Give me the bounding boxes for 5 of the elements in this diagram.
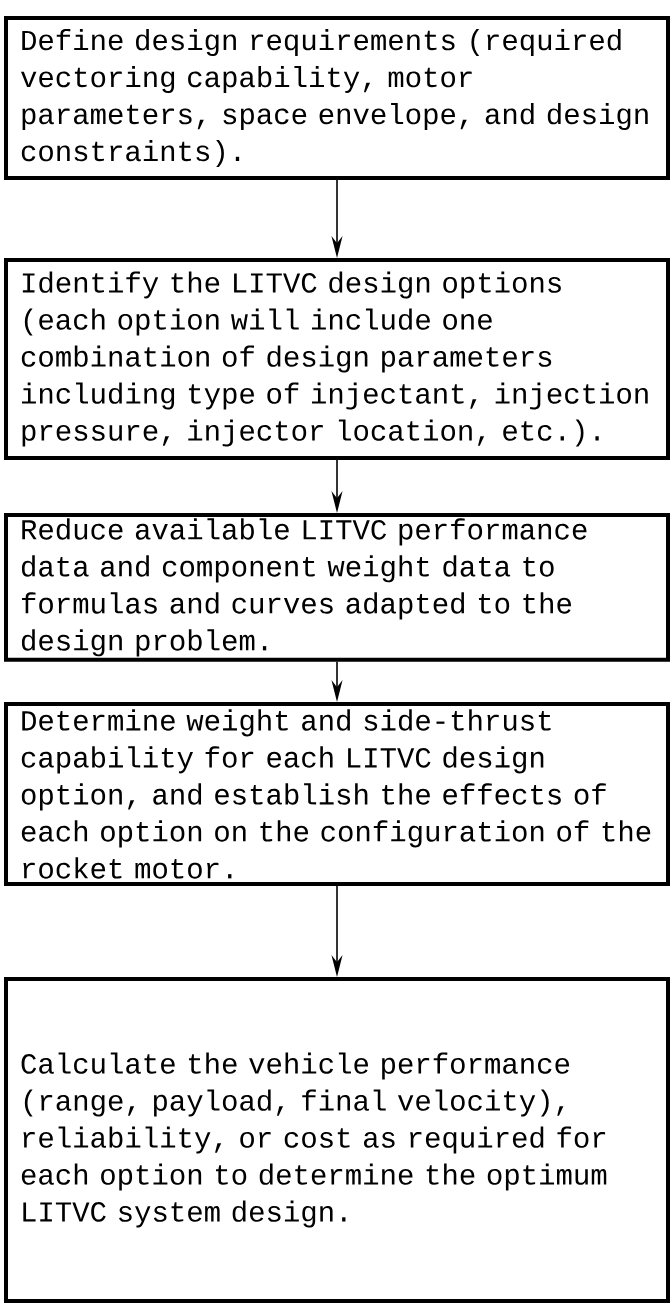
process-box: Define design requirements (required vectoring capability, motor parameters, space envelope, and design constraints). [4, 16, 670, 180]
process-box: Calculate the vehicle performance (range, payload, final velocity), reliability, or cost as required for each option to determine the optimum LITVC system design. [4, 977, 670, 1303]
process-box: Determine weight and side-thrust capability for each LITVC design option, and establish the effects of each option on the configuration of the rocket motor. [4, 702, 670, 886]
process-box: Identify the LITVC design options (each option will include one combination of design parameters including type of injectant, injection pressure, injector location, etc.). [4, 258, 670, 460]
process-box: Reduce available LITVC performance data and component weight data to formulas and curves adapted to the design problem. [4, 513, 670, 662]
